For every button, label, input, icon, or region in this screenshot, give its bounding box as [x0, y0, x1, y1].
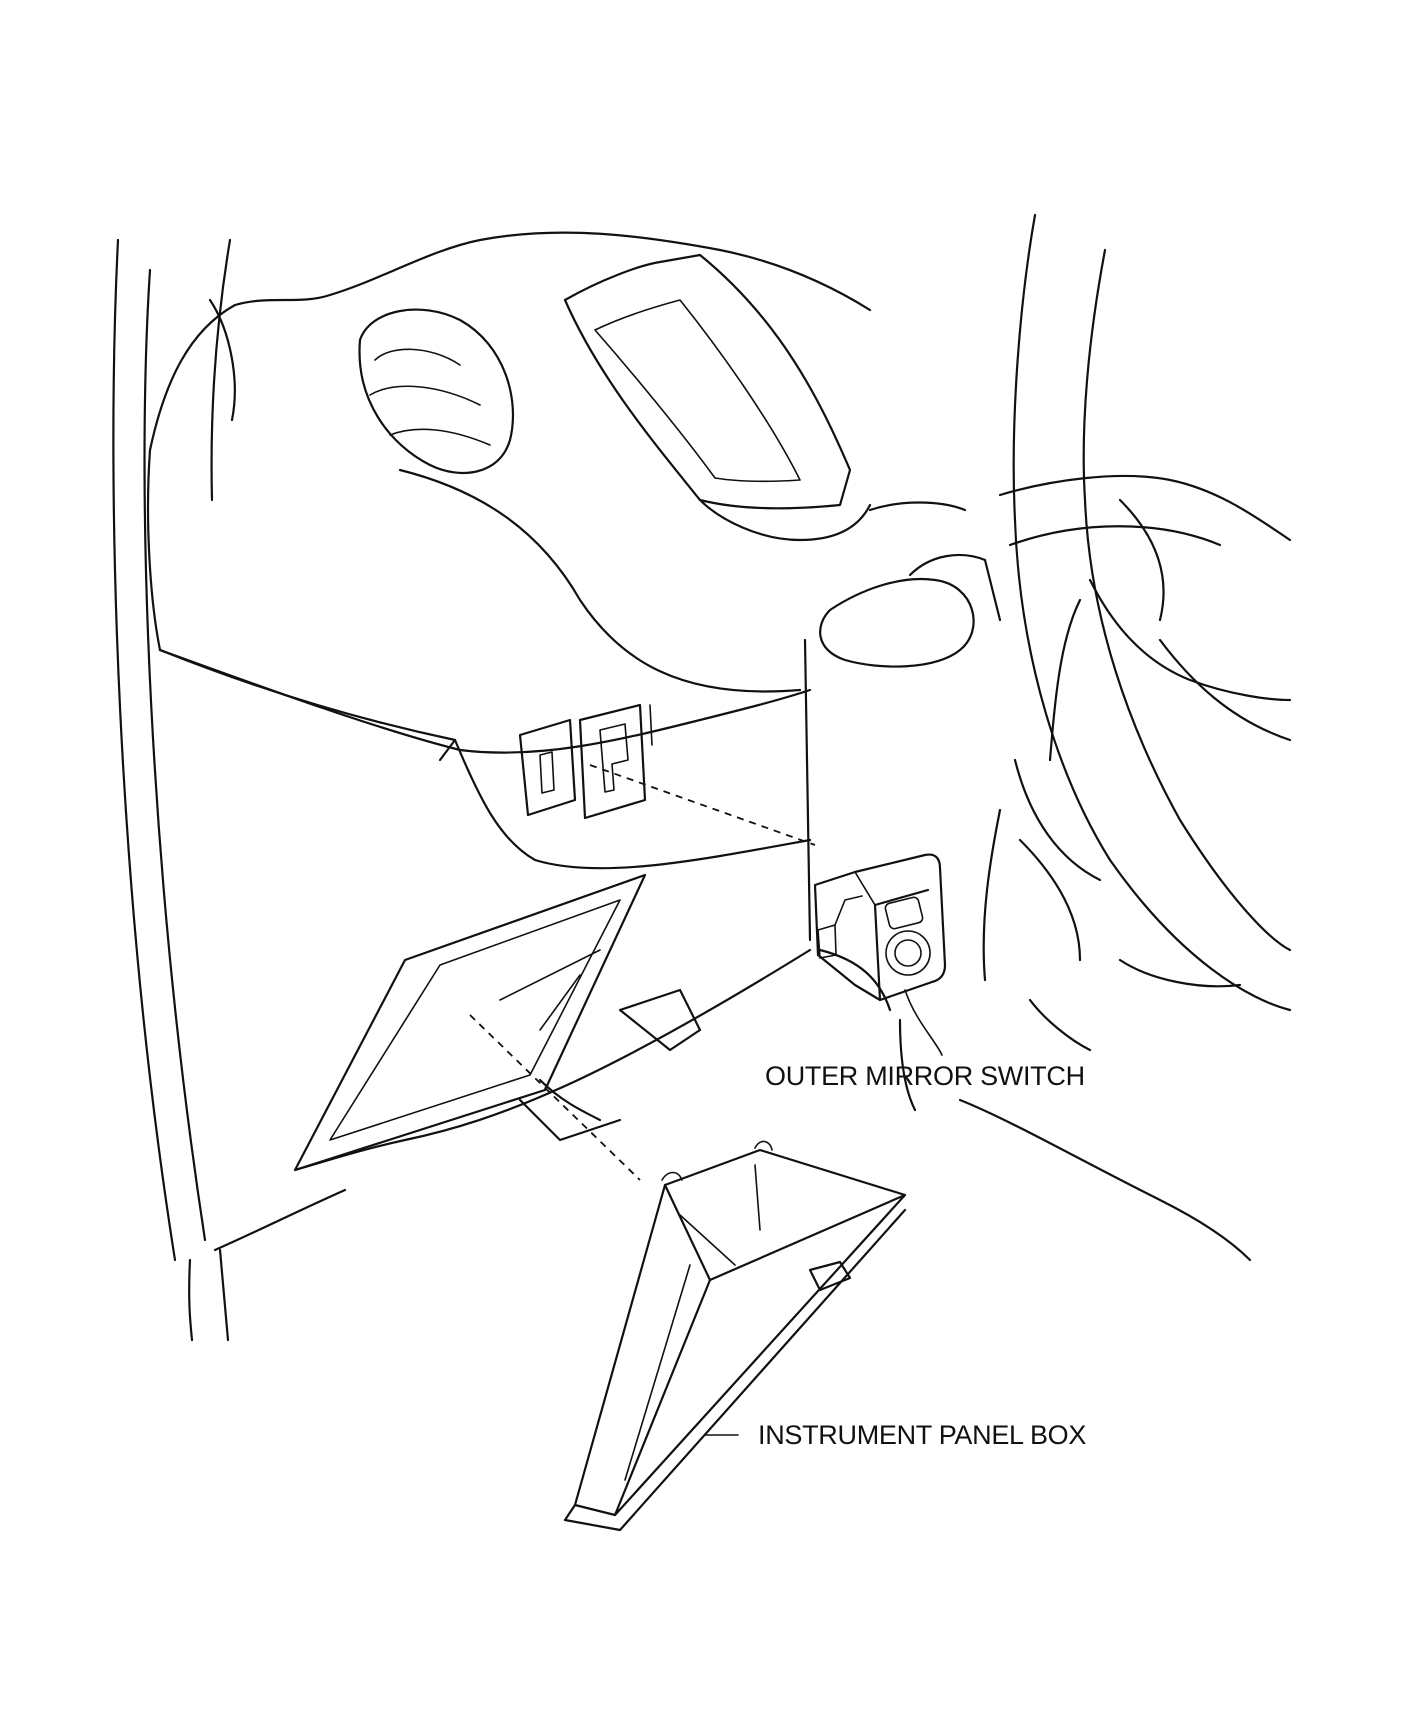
- switch-guide-line: [589, 764, 816, 846]
- glovebox-opening: [213, 873, 812, 1252]
- switch-leader-line: [904, 989, 943, 1056]
- center-display: [563, 253, 872, 542]
- lower-dash-panel: [158, 638, 812, 942]
- instrument-panel-box-part: [563, 1140, 907, 1532]
- air-vent: [358, 308, 514, 475]
- steering-wheel: [818, 213, 1292, 1262]
- leader-lines: [704, 989, 943, 1436]
- assembly-guide-lines: [469, 764, 816, 1181]
- dashboard-upper: [146, 231, 872, 754]
- instrument-panel-box-label: INSTRUMENT PANEL BOX: [758, 1420, 1086, 1450]
- a-pillar: [112, 238, 232, 1342]
- steering-stalk: [819, 501, 1002, 668]
- box-guide-line: [469, 1014, 641, 1181]
- outer-mirror-switch-label: OUTER MIRROR SWITCH: [765, 1061, 1085, 1091]
- outer-mirror-switch-part: [813, 853, 947, 1002]
